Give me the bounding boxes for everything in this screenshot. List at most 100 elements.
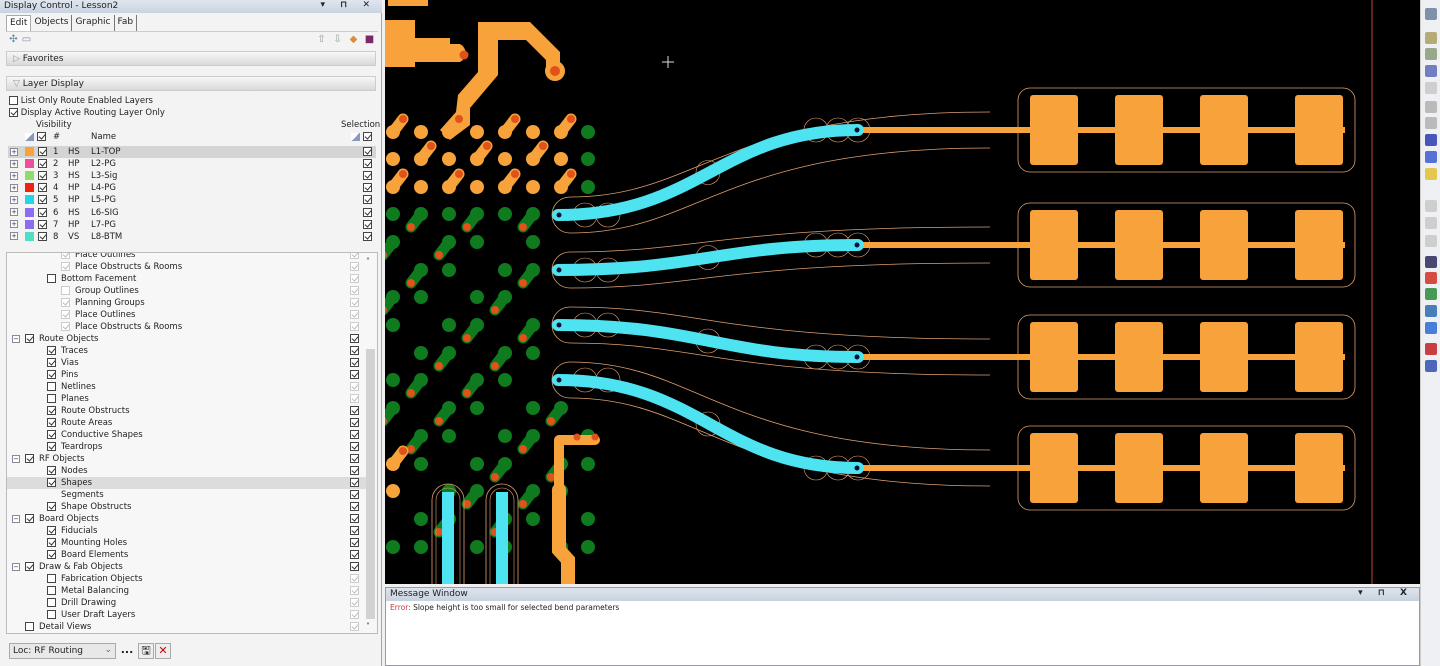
route-enabled-option[interactable]: List Only Route Enabled Layers	[9, 95, 153, 107]
tree-visibility-checkbox[interactable]	[47, 610, 56, 619]
layer-row[interactable]: + 3 HS L3-Sig	[8, 170, 376, 182]
panel-window-controls[interactable]: ▾ ⊓ ✕	[320, 0, 376, 10]
tree-selection-checkbox[interactable]	[350, 418, 359, 427]
tree-selection-checkbox[interactable]	[350, 274, 359, 283]
tree-visibility-checkbox[interactable]	[47, 442, 56, 451]
disabled-icon[interactable]	[1425, 200, 1437, 212]
scroll-up-icon[interactable]: ˄	[366, 257, 370, 266]
move-up-icon[interactable]: ⇧	[317, 34, 326, 45]
layer-row[interactable]: + 5 HP L5-PG	[8, 194, 376, 206]
layer-color-swatch[interactable]	[24, 159, 34, 169]
tree-selection-checkbox[interactable]	[350, 346, 359, 355]
layer-row[interactable]: + 8 VS L8-BTM	[8, 231, 376, 243]
report-icon[interactable]	[1425, 360, 1437, 372]
netlist-icon[interactable]	[1425, 48, 1437, 60]
more-button[interactable]: ...	[120, 643, 134, 656]
tree-visibility-checkbox[interactable]	[47, 598, 56, 607]
arc-icon[interactable]	[1425, 272, 1437, 284]
tree-visibility-checkbox[interactable]	[47, 478, 56, 487]
tree-selection-checkbox[interactable]	[350, 286, 359, 295]
tree-selection-checkbox[interactable]	[350, 586, 359, 595]
tree-visibility-checkbox[interactable]	[61, 253, 70, 259]
tree-visibility-checkbox[interactable]	[61, 310, 70, 319]
tree-selection-checkbox[interactable]	[350, 622, 359, 631]
tree-item[interactable]: Traces	[7, 345, 367, 357]
tree-visibility-checkbox[interactable]	[47, 586, 56, 595]
layer-visibility-checkbox[interactable]	[38, 231, 48, 241]
favorites-section[interactable]: ▷ Favorites	[6, 51, 376, 66]
tree-item[interactable]: Teardrops	[7, 441, 367, 453]
layer-row[interactable]: + 2 HP L2-PG	[8, 158, 376, 170]
layer-visibility-checkbox[interactable]	[38, 207, 48, 217]
selection-sort-icon[interactable]	[351, 133, 360, 141]
layer-selection-checkbox[interactable]	[363, 195, 372, 205]
tree-visibility-checkbox[interactable]	[47, 394, 56, 403]
layer-selection-checkbox[interactable]	[363, 183, 372, 193]
expand-icon[interactable]: +	[10, 195, 18, 204]
tree-item[interactable]: Conductive Shapes	[7, 429, 367, 441]
tree-selection-checkbox[interactable]	[350, 358, 359, 367]
route-icon[interactable]	[1425, 65, 1437, 77]
pencil-icon[interactable]	[1425, 168, 1437, 180]
tree-selection-checkbox[interactable]	[350, 262, 359, 271]
tree-item[interactable]: Netlines	[7, 381, 367, 393]
tree-item[interactable]: Drill Drawing	[7, 597, 367, 609]
tab-graphic[interactable]: Graphic	[72, 15, 115, 31]
all-visibility-checkbox[interactable]	[36, 132, 46, 141]
layer-visibility-checkbox[interactable]	[38, 195, 48, 205]
tree-item[interactable]: Shape Obstructs	[7, 501, 367, 513]
layer-color-swatch[interactable]	[24, 147, 34, 156]
tree-selection-checkbox[interactable]	[350, 430, 359, 439]
tree-visibility-checkbox[interactable]	[47, 490, 56, 499]
layer-selection-checkbox[interactable]	[363, 231, 372, 241]
layer-color-swatch[interactable]	[24, 231, 34, 241]
tree-selection-checkbox[interactable]	[350, 538, 359, 547]
tree-selection-checkbox[interactable]	[350, 334, 359, 343]
book-icon[interactable]: ■	[364, 34, 375, 45]
tree-item[interactable]: Place Outlines	[7, 253, 367, 261]
layer-visibility-checkbox[interactable]	[38, 219, 48, 229]
tree-selection-checkbox[interactable]	[350, 382, 359, 391]
disabled3-icon[interactable]	[1425, 235, 1437, 247]
tree-visibility-checkbox[interactable]	[25, 334, 34, 343]
tree-item[interactable]: Mounting Holes	[7, 537, 367, 549]
tree-visibility-checkbox[interactable]	[47, 430, 56, 439]
tree-item[interactable]: Fabrication Objects	[7, 573, 367, 585]
tree-item[interactable]: Place Obstructs & Rooms	[7, 261, 367, 273]
tree-item[interactable]: Bottom Facement	[7, 273, 367, 285]
active-layer-only-option[interactable]: Display Active Routing Layer Only	[9, 107, 165, 119]
active-layer-only-checkbox[interactable]	[9, 108, 18, 117]
tree-selection-checkbox[interactable]	[350, 370, 359, 379]
tree-item[interactable]: Shapes	[7, 477, 367, 489]
tree-visibility-checkbox[interactable]	[47, 538, 56, 547]
tree-selection-checkbox[interactable]	[350, 406, 359, 415]
tree-visibility-checkbox[interactable]	[25, 622, 34, 631]
layer-selection-checkbox[interactable]	[363, 219, 372, 229]
tree-item[interactable]: Metal Balancing	[7, 585, 367, 597]
tab-fab[interactable]: Fab	[115, 15, 138, 31]
tree-item[interactable]: − RF Objects	[7, 453, 367, 465]
collapse-icon[interactable]: −	[12, 515, 20, 523]
tree-visibility-checkbox[interactable]	[25, 454, 34, 463]
tree-visibility-checkbox[interactable]	[47, 574, 56, 583]
tree-item[interactable]: Route Obstructs	[7, 405, 367, 417]
layer-display-section[interactable]: ▽ Layer Display	[6, 76, 376, 91]
tree-item[interactable]: Fiducials	[7, 525, 367, 537]
layer-selection-checkbox[interactable]	[363, 171, 372, 181]
expand-icon[interactable]: +	[10, 147, 18, 156]
tree-selection-checkbox[interactable]	[350, 574, 359, 583]
tree-item[interactable]: Pins	[7, 369, 367, 381]
tree-selection-checkbox[interactable]	[350, 478, 359, 487]
layer-row[interactable]: + 7 HP L7-PG	[8, 219, 376, 231]
color-icon[interactable]: ◆	[349, 34, 358, 45]
expand-icon[interactable]: ✣	[9, 34, 18, 45]
collapse-icon[interactable]: ▭	[21, 34, 32, 45]
tree-selection-checkbox[interactable]	[350, 502, 359, 511]
tree-item[interactable]: Detail Views	[7, 621, 367, 633]
tab-objects[interactable]: Objects	[31, 15, 73, 31]
bend-icon[interactable]	[1425, 134, 1437, 146]
tree-item[interactable]: Segments	[7, 489, 367, 501]
tree-selection-checkbox[interactable]	[350, 322, 359, 331]
tree-item[interactable]: Place Outlines	[7, 309, 367, 321]
tree-visibility-checkbox[interactable]	[25, 514, 34, 523]
